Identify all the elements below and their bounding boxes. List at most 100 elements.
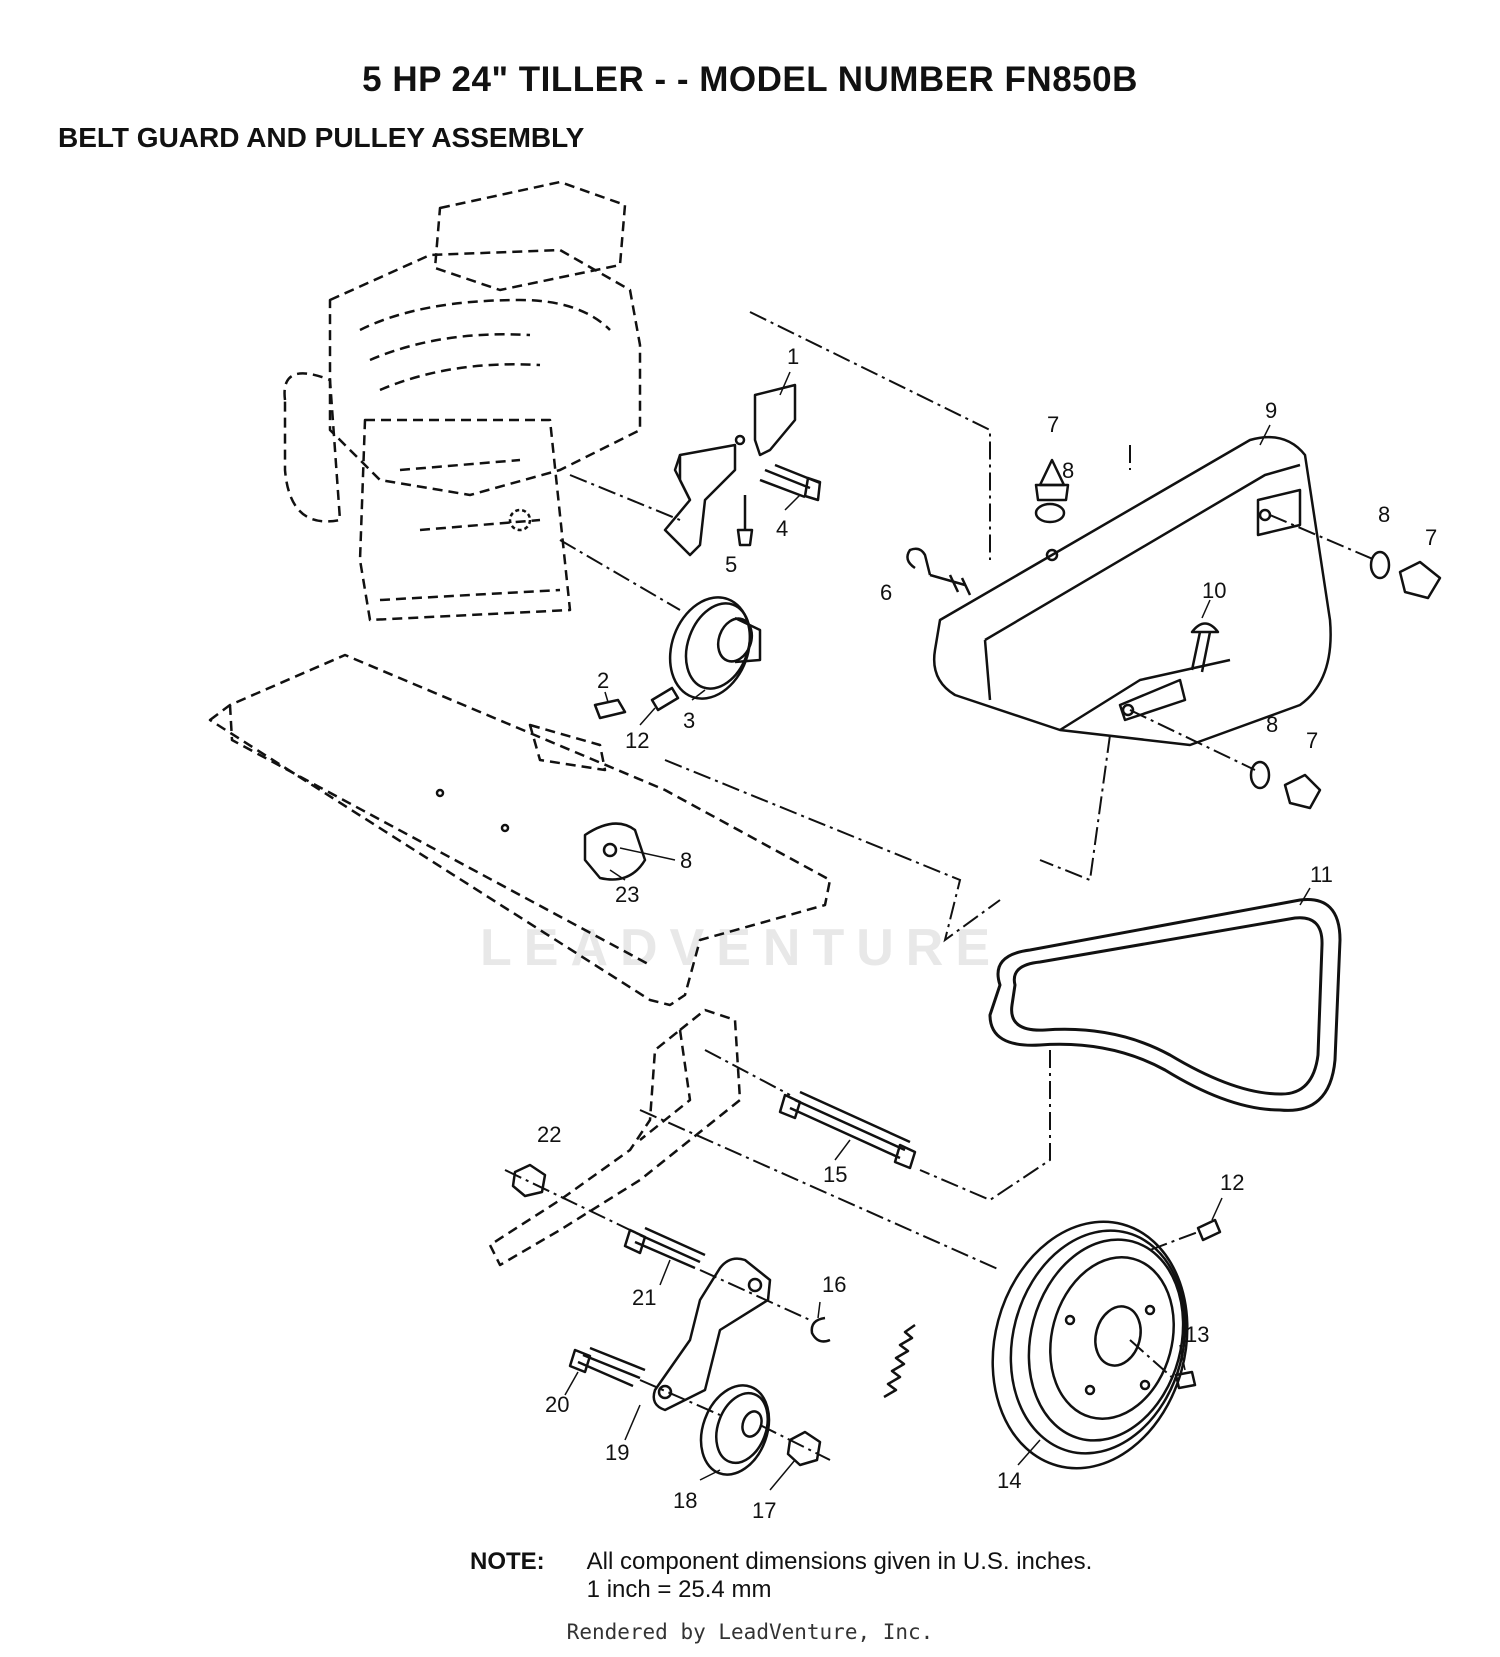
leader-1 — [779, 371, 791, 396]
belt-guard-9 — [932, 435, 1332, 747]
key-13 — [1174, 1370, 1197, 1390]
assembly-line-3 — [559, 539, 681, 611]
leader-13 — [1179, 1344, 1186, 1371]
callout-19: 19 — [605, 1440, 629, 1465]
acorn-nut-7-right — [1398, 560, 1442, 600]
assembly-line-11 — [639, 1109, 1001, 1271]
section-title: BELT GUARD AND PULLEY ASSEMBLY — [58, 122, 585, 153]
tine-shield-outline — [208, 653, 832, 1007]
engine-outline — [283, 180, 642, 622]
leader-3 — [691, 689, 706, 701]
nut-22 — [511, 1163, 547, 1198]
hook-6 — [906, 547, 972, 596]
assembly-line-13 — [699, 1269, 811, 1321]
callout-12b: 12 — [1220, 1170, 1244, 1195]
e-ring-16 — [810, 1316, 831, 1343]
assembly-line-9 — [919, 1050, 1051, 1202]
leader-10 — [1201, 599, 1211, 619]
bolt-20 — [568, 1346, 646, 1388]
leader-14 — [1017, 1439, 1041, 1466]
leader-4 — [784, 494, 801, 511]
idler-spring — [883, 1323, 916, 1399]
callout-3: 3 — [683, 708, 695, 733]
leader-2 — [604, 691, 609, 703]
note-line-1: All component dimensions given in U.S. i… — [586, 1548, 1093, 1575]
watermark-text: LEADVENTURE — [480, 919, 1003, 977]
callout-22: 22 — [537, 1122, 561, 1147]
washer-8-right — [1369, 550, 1391, 580]
bracket-23 — [583, 822, 647, 881]
assembly-line-7 — [1039, 734, 1111, 882]
note-line-2: 1 inch = 25.4 mm — [586, 1576, 772, 1603]
assembly-line-17 — [1149, 1231, 1199, 1251]
leader-20 — [564, 1371, 579, 1396]
callout-5: 5 — [725, 552, 737, 577]
callout-6: 6 — [880, 580, 892, 605]
carriage-bolt-10 — [1190, 622, 1220, 673]
callout-4: 4 — [776, 516, 788, 541]
callout-12a: 12 — [625, 728, 649, 753]
pivot-pin-21 — [623, 1226, 706, 1270]
callout-1: 1 — [787, 344, 799, 369]
set-screw-12-top — [650, 686, 680, 712]
leader-19 — [624, 1404, 641, 1441]
screw-5 — [736, 495, 754, 547]
assembly-line-15 — [759, 1424, 831, 1461]
bolt-4 — [759, 463, 822, 502]
assembly-line-6 — [1129, 709, 1256, 771]
footer-credit: Rendered by LeadVenture, Inc. — [566, 1620, 934, 1644]
callout-11: 11 — [1310, 862, 1333, 887]
callout-7b: 7 — [1425, 525, 1437, 550]
idler-pulley-18 — [699, 1384, 771, 1476]
washer-8-top — [1034, 502, 1066, 524]
callout-16: 16 — [822, 1272, 846, 1297]
transmission-pulley-14 — [991, 1220, 1189, 1470]
note-label: NOTE: — [470, 1548, 545, 1575]
leader-16 — [817, 1301, 821, 1319]
assembly-line-12 — [504, 1169, 631, 1231]
leader-8-mid — [619, 847, 676, 861]
callout-8b: 8 — [1378, 502, 1390, 527]
shaft-15 — [778, 1090, 917, 1170]
acorn-nut-7-top — [1034, 458, 1070, 502]
set-screw-12-lower — [1196, 1218, 1222, 1242]
clip-2 — [593, 698, 627, 720]
assembly-line-2 — [569, 474, 681, 521]
assembly-line-16 — [1129, 1339, 1176, 1381]
assembly-line-14 — [639, 1379, 721, 1416]
assembly-line-8 — [664, 759, 1001, 943]
bracket-1 — [663, 383, 797, 557]
assembly-line-10 — [704, 1049, 791, 1096]
leader-9 — [1259, 424, 1271, 446]
callout-10: 10 — [1202, 578, 1226, 603]
note-block: NOTE: All component dimensions given in … — [470, 1548, 1092, 1604]
idler-arm-19 — [652, 1257, 772, 1412]
callout-21: 21 — [632, 1285, 656, 1310]
callout-8c: 8 — [1266, 712, 1278, 737]
leader-11 — [1299, 887, 1311, 906]
callout-17: 17 — [752, 1498, 776, 1523]
leader-12-lower — [1211, 1197, 1223, 1221]
callout-8d: 8 — [680, 848, 692, 873]
leader-12-top — [639, 707, 656, 726]
callout-15: 15 — [823, 1162, 847, 1187]
callout-8a: 8 — [1062, 458, 1074, 483]
callout-20: 20 — [545, 1392, 569, 1417]
leader-23 — [609, 869, 626, 881]
note-body: All component dimensions given in U.S. i… — [587, 1548, 1093, 1604]
callout-9: 9 — [1265, 398, 1277, 423]
washer-8-lower — [1249, 760, 1271, 790]
callout-23: 23 — [615, 882, 639, 907]
assembly-line-5 — [1269, 514, 1376, 561]
callout-7a: 7 — [1047, 412, 1059, 437]
callout-18: 18 — [673, 1488, 697, 1513]
drive-belt-11 — [988, 898, 1342, 1112]
assembly-line-1 — [749, 311, 991, 560]
page-title: 5 HP 24" TILLER - - MODEL NUMBER FN850B — [362, 60, 1138, 99]
engine-pulley-3 — [668, 596, 762, 700]
callout-14: 14 — [997, 1468, 1021, 1493]
leader-21 — [659, 1259, 671, 1286]
acorn-nut-7-lower — [1283, 773, 1322, 810]
leader-18 — [699, 1469, 721, 1481]
